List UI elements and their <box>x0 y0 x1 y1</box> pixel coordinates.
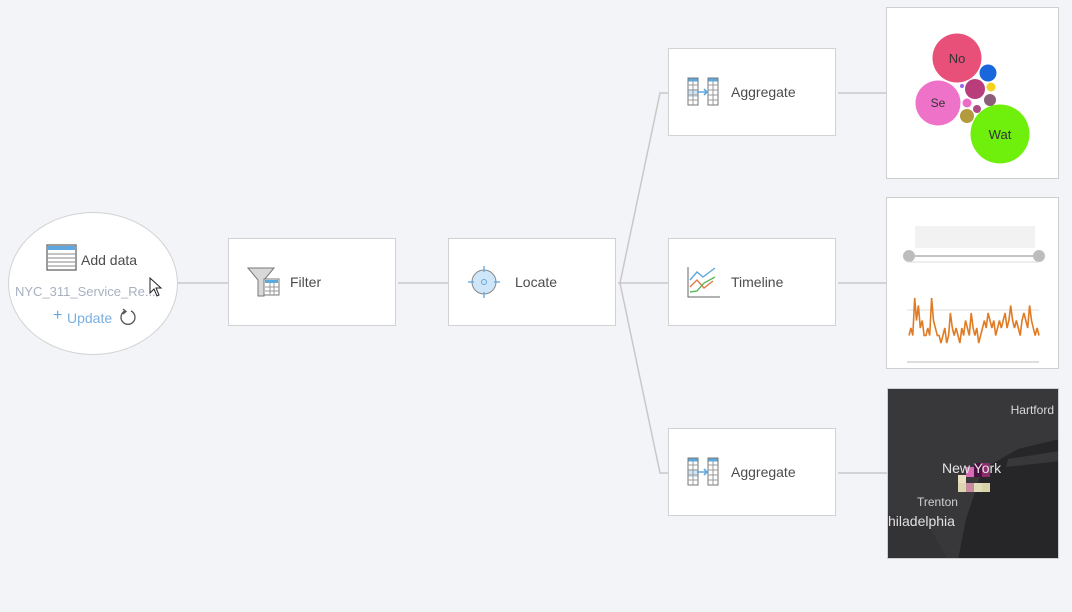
bubble-no <box>932 33 982 83</box>
filter-icon <box>247 267 280 297</box>
aggregate-node-bottom[interactable]: Aggregate <box>668 428 836 516</box>
time-slider-start-handle[interactable] <box>903 250 915 262</box>
bubble-wat <box>970 104 1030 164</box>
aggregate-label-bottom: Aggregate <box>731 464 796 480</box>
time-slider-preview <box>915 226 1035 248</box>
bubble <box>973 105 981 113</box>
map-basemap <box>888 389 1058 558</box>
map-label-hartford: Hartford <box>1010 403 1054 417</box>
table-icon <box>46 244 77 271</box>
filter-node[interactable]: Filter <box>228 238 396 326</box>
update-button[interactable]: Update <box>67 310 113 326</box>
aggregate-node-top[interactable]: Aggregate <box>668 48 836 136</box>
map-card[interactable]: Hartford New York Trenton hiladelphia <box>887 388 1059 559</box>
dataset-name[interactable]: NYC_311_Service_Re... <box>15 284 156 299</box>
mouse-cursor-icon <box>149 277 163 297</box>
timeline-chart <box>903 226 1045 363</box>
timeline-node[interactable]: Timeline <box>668 238 836 326</box>
map-label-new-york: New York <box>942 460 1002 476</box>
add-data-node[interactable]: Add data NYC_311_Service_Re... + Update <box>8 212 178 355</box>
locate-icon <box>468 266 500 298</box>
bubble <box>979 64 997 82</box>
bubble <box>965 79 985 99</box>
bubble-se <box>915 80 961 126</box>
aggregate-icon <box>687 77 719 106</box>
refresh-icon[interactable] <box>119 308 137 326</box>
bubble-chart: No Se Wat <box>915 33 1030 164</box>
bubble-label: No <box>949 51 966 66</box>
timeline-icon <box>687 267 720 298</box>
locate-node[interactable]: Locate <box>448 238 616 326</box>
timeline-label: Timeline <box>731 274 784 290</box>
bubble <box>962 98 972 108</box>
locate-label: Locate <box>515 274 558 290</box>
map-label-philadelphia: hiladelphia <box>888 513 955 529</box>
bubble <box>986 82 996 92</box>
hex-bins <box>958 463 990 492</box>
filter-label: Filter <box>290 274 322 290</box>
timeline-series-line <box>908 297 1040 344</box>
plus-icon: + <box>53 307 63 324</box>
bubble-label: Wat <box>989 127 1012 142</box>
add-data-title: Add data <box>81 252 138 268</box>
bubble <box>984 94 996 106</box>
bubble <box>960 109 974 123</box>
aggregate-icon <box>687 457 719 486</box>
bubble-label: Se <box>931 96 946 110</box>
aggregate-label-top: Aggregate <box>731 84 796 100</box>
bubble <box>960 84 964 88</box>
map-label-trenton: Trenton <box>917 495 958 509</box>
bubble-chart-card[interactable]: No Se Wat <box>886 7 1059 179</box>
time-slider-end-handle[interactable] <box>1033 250 1045 262</box>
timeline-chart-card[interactable] <box>886 197 1059 369</box>
